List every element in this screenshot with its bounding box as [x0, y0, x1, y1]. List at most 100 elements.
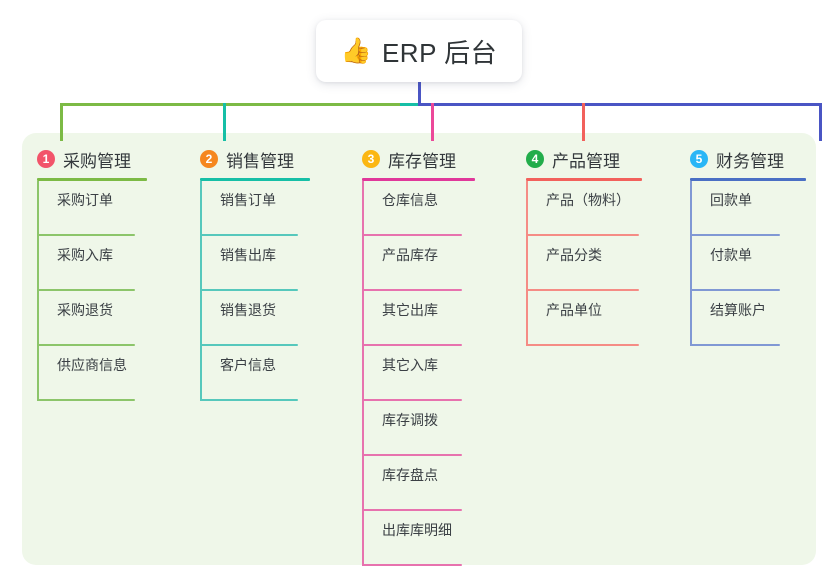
branch-title-1: 采购管理	[63, 151, 131, 171]
leaf-item-label: 采购入库	[57, 247, 113, 263]
leaf-item-label: 出库库明细	[382, 522, 452, 538]
leaf-item-underline	[362, 289, 462, 291]
leaf-item[interactable]: 产品（物料）	[526, 181, 642, 236]
leaf-item-label: 回款单	[710, 192, 752, 208]
leaf-item[interactable]: 回款单	[690, 181, 806, 236]
leaf-item[interactable]: 其它入库	[362, 346, 475, 401]
branch-items-3: 仓库信息产品库存其它出库其它入库库存调拨库存盘点出库库明细	[362, 181, 475, 566]
leaf-item[interactable]: 供应商信息	[37, 346, 147, 401]
branch-spine-4	[526, 181, 528, 346]
branch-title-4: 产品管理	[552, 151, 620, 171]
leaf-item-label: 产品库存	[382, 247, 438, 263]
leaf-item[interactable]: 付款单	[690, 236, 806, 291]
connector-bus-left	[60, 103, 402, 106]
leaf-item-underline	[362, 344, 462, 346]
connector-drop-5	[819, 103, 822, 141]
branch-underline-2	[200, 178, 310, 181]
diagram-panel	[22, 133, 816, 565]
branch-badge-5: 5	[690, 150, 708, 168]
leaf-item[interactable]: 其它出库	[362, 291, 475, 346]
leaf-item-underline	[37, 399, 135, 401]
leaf-item[interactable]: 出库库明细	[362, 511, 475, 566]
branch-title-5: 财务管理	[716, 151, 784, 171]
branch-items-1: 采购订单采购入库采购退货供应商信息	[37, 181, 147, 401]
leaf-item-underline	[690, 289, 780, 291]
leaf-item-underline	[526, 234, 639, 236]
leaf-item-label: 销售订单	[220, 192, 276, 208]
leaf-item-label: 其它入库	[382, 357, 438, 373]
branch-title-2: 销售管理	[226, 151, 294, 171]
root-node[interactable]: 👍 ERP 后台	[316, 20, 522, 82]
leaf-item-label: 其它出库	[382, 302, 438, 318]
branch-column-5: 5 财务管理回款单付款单结算账户	[690, 146, 806, 346]
leaf-item-underline	[362, 399, 462, 401]
leaf-item[interactable]: 采购入库	[37, 236, 147, 291]
leaf-item[interactable]: 产品库存	[362, 236, 475, 291]
leaf-item-label: 客户信息	[220, 357, 276, 373]
branch-header-2[interactable]: 2 销售管理	[200, 146, 310, 172]
leaf-item[interactable]: 销售退货	[200, 291, 310, 346]
leaf-item-label: 产品单位	[546, 302, 602, 318]
leaf-item[interactable]: 产品单位	[526, 291, 642, 346]
branch-underline-1	[37, 178, 147, 181]
leaf-item-underline	[200, 399, 298, 401]
leaf-item[interactable]: 采购退货	[37, 291, 147, 346]
leaf-item[interactable]: 采购订单	[37, 181, 147, 236]
branch-items-2: 销售订单销售出库销售退货客户信息	[200, 181, 310, 401]
connector-bus-right	[418, 103, 822, 106]
leaf-item-label: 采购订单	[57, 192, 113, 208]
leaf-item[interactable]: 销售出库	[200, 236, 310, 291]
leaf-item-underline	[362, 564, 462, 566]
branch-badge-1: 1	[37, 150, 55, 168]
branch-header-1[interactable]: 1 采购管理	[37, 146, 147, 172]
leaf-item-underline	[362, 454, 462, 456]
leaf-item-label: 采购退货	[57, 302, 113, 318]
leaf-item[interactable]: 仓库信息	[362, 181, 475, 236]
leaf-item-label: 销售出库	[220, 247, 276, 263]
branch-items-4: 产品（物料） 产品分类产品单位	[526, 181, 642, 346]
leaf-item-underline	[200, 289, 298, 291]
branch-spine-5	[690, 181, 692, 346]
branch-spine-2	[200, 181, 202, 401]
leaf-item-label: 库存盘点	[382, 467, 438, 483]
leaf-item-label: 供应商信息	[57, 357, 127, 373]
thumbs-up-icon: 👍	[340, 36, 372, 65]
branch-spine-3	[362, 181, 364, 566]
leaf-item-underline	[690, 234, 780, 236]
leaf-item-underline	[362, 509, 462, 511]
branch-column-1: 1 采购管理采购订单采购入库采购退货供应商信息	[37, 146, 147, 401]
branch-column-2: 2 销售管理销售订单销售出库销售退货客户信息	[200, 146, 310, 401]
leaf-item-label: 产品分类	[546, 247, 602, 263]
leaf-item[interactable]: 销售订单	[200, 181, 310, 236]
leaf-item[interactable]: 产品分类	[526, 236, 642, 291]
leaf-item-label: 销售退货	[220, 302, 276, 318]
connector-drop-3	[431, 103, 434, 141]
leaf-item-label: 产品（物料）	[546, 192, 630, 208]
connector-trunk	[418, 80, 421, 105]
leaf-item-underline	[37, 289, 135, 291]
branch-underline-4	[526, 178, 642, 181]
connector-drop-4	[582, 103, 585, 141]
leaf-item[interactable]: 库存盘点	[362, 456, 475, 511]
root-node-label: ERP 后台	[381, 37, 498, 68]
leaf-item[interactable]: 结算账户	[690, 291, 806, 346]
branch-badge-2: 2	[200, 150, 218, 168]
branch-spine-1	[37, 181, 39, 401]
leaf-item[interactable]: 库存调拨	[362, 401, 475, 456]
leaf-item-label: 仓库信息	[382, 192, 438, 208]
branch-underline-3	[362, 178, 475, 181]
branch-underline-5	[690, 178, 806, 181]
leaf-item[interactable]: 客户信息	[200, 346, 310, 401]
leaf-item-underline	[200, 234, 298, 236]
leaf-item-label: 结算账户	[710, 302, 766, 318]
leaf-item-underline	[526, 289, 639, 291]
leaf-item-underline	[690, 344, 780, 346]
leaf-item-underline	[526, 344, 639, 346]
leaf-item-underline	[37, 344, 135, 346]
branch-header-5[interactable]: 5 财务管理	[690, 146, 806, 172]
